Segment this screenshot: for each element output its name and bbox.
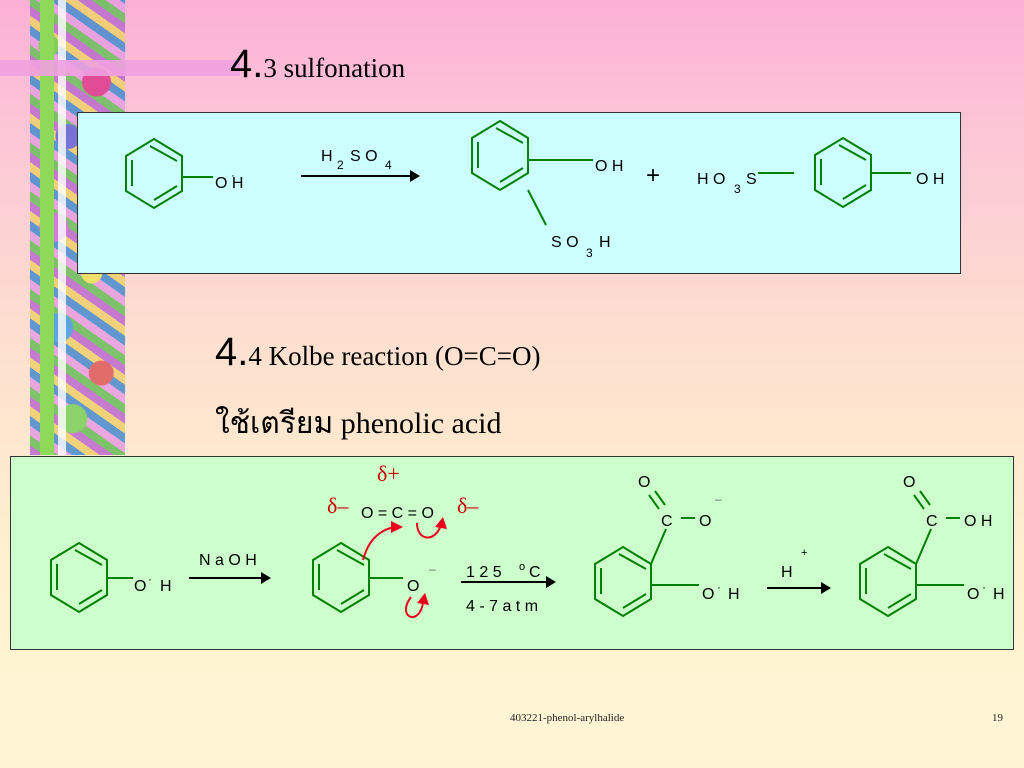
- decorative-green-bar: [40, 0, 54, 455]
- acid-c: C: [926, 513, 938, 530]
- carboxylate-phenol-o: O: [702, 586, 714, 603]
- decorative-white-bar: [58, 0, 66, 455]
- reagent-subscript-2: 2: [337, 158, 344, 172]
- ortho-so3h-so: S O: [551, 234, 579, 251]
- phenol-dot: ·: [148, 572, 152, 586]
- reagent-so: S O: [350, 148, 378, 165]
- sulfonation-reaction-box: O H · H 2 S O 4 O H S O 3 H + H O 3 S O …: [77, 112, 961, 274]
- reagent-subscript-4: 4: [385, 158, 392, 172]
- kolbe-scheme: O H · N a O H O = C = O O – 1 2 5 o C 4 …: [50, 461, 1005, 618]
- sulfonation-scheme: O H · H 2 S O 4 O H S O 3 H + H O 3 S O …: [125, 119, 944, 260]
- delta-plus-label: δ+: [377, 461, 400, 486]
- para-oh-label: O H: [916, 171, 944, 188]
- reagent-naoh: N a O H: [199, 552, 257, 569]
- phenol-oh-dot: ·: [231, 168, 235, 182]
- co2-label: O = C = O: [361, 505, 434, 522]
- carboxylate-o-top: O: [638, 474, 650, 491]
- carboxylate-dot: ·: [717, 580, 721, 594]
- phenol-h-label: H: [160, 578, 172, 595]
- ortho-oh-label: O H: [595, 158, 623, 175]
- kolbe-reaction-box: O H · N a O H O = C = O O – 1 2 5 o C 4 …: [10, 456, 1014, 650]
- section-title-sulfonation: 4.3 sulfonation: [230, 42, 405, 87]
- acid-dot: ·: [982, 580, 986, 594]
- acid-reagent-plus: +: [801, 547, 807, 559]
- ortho-so3h-h: H: [599, 234, 611, 251]
- para-ho-label: H O: [697, 171, 725, 188]
- carboxylate-o: O: [699, 513, 711, 530]
- carboxylate-phenol-h: H: [728, 586, 740, 603]
- delta-minus-left-label: δ–: [327, 493, 349, 518]
- section-subtitle: 4 Kolbe reaction (O=C=O): [248, 341, 541, 371]
- phenoxide-charge: –: [429, 562, 436, 576]
- acid-phenol-h: H: [993, 586, 1005, 603]
- phenoxide-o-label: O: [407, 578, 419, 595]
- footer-source: 403221-phenol-arylhalide: [510, 712, 625, 724]
- reagent-h: H: [321, 148, 333, 165]
- condition-degree: o: [519, 561, 525, 573]
- delta-minus-right-label: δ–: [457, 493, 479, 518]
- plus-sign: +: [646, 162, 660, 189]
- ortho-so3h-subscript: 3: [586, 246, 593, 260]
- acid-oh: O H: [964, 513, 992, 530]
- acid-phenol-o: O: [967, 586, 979, 603]
- carboxylate-c: C: [661, 513, 673, 530]
- para-subscript-3: 3: [734, 182, 741, 196]
- acid-o-top: O: [903, 474, 915, 491]
- phenol-oh-label: O H: [215, 175, 243, 192]
- condition-celsius: C: [529, 564, 541, 581]
- para-s-label: S: [746, 171, 757, 188]
- carboxylate-charge: –: [715, 492, 722, 506]
- decorative-pink-bar: [0, 60, 240, 76]
- section-number: 4.: [215, 330, 249, 374]
- section-number: 4.: [230, 42, 264, 86]
- section-title-kolbe: 4.4 Kolbe reaction (O=C=O): [215, 330, 540, 375]
- acid-reagent-h: H: [781, 564, 793, 581]
- condition-pressure: 4 - 7 a t m: [466, 598, 538, 615]
- footer-page-number: 19: [992, 712, 1003, 724]
- condition-temperature: 1 2 5: [466, 564, 502, 581]
- section-subtitle-thai: ใช้เตรียม phenolic acid: [215, 407, 502, 440]
- section-subtitle: 3 sulfonation: [263, 53, 406, 83]
- phenol-o-label: O: [134, 578, 146, 595]
